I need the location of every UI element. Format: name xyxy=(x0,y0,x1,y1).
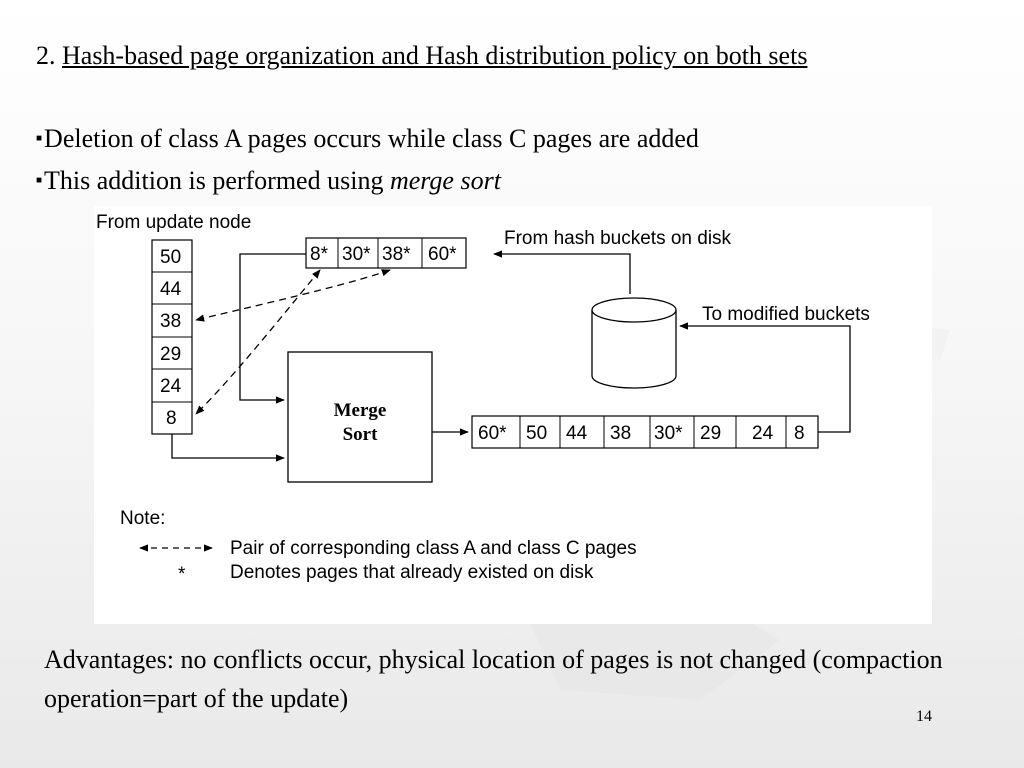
output-page: 24 xyxy=(752,423,774,444)
hash-bucket-page: 8* xyxy=(310,244,329,265)
update-page: 29 xyxy=(160,344,181,365)
hash-bucket-page: 30* xyxy=(342,244,371,265)
heading-number: 2. xyxy=(36,41,56,70)
bullet-deletion: ■Deletion of class A pages occurs while … xyxy=(36,124,699,156)
hash-bucket-page: 38* xyxy=(382,244,411,265)
update-page: 38 xyxy=(160,311,181,332)
output-page: 29 xyxy=(700,423,721,444)
bullet-marker-icon: ■ xyxy=(36,175,43,187)
advantages-text: Advantages: no conflicts occur, physical… xyxy=(44,645,943,713)
note-star-text: Denotes pages that already existed on di… xyxy=(230,562,594,583)
note-star-symbol: * xyxy=(178,564,186,585)
hash-bucket-page: 60* xyxy=(428,244,457,265)
output-page: 8 xyxy=(794,423,805,444)
heading-title: Hash-based page organization and Hash di… xyxy=(62,41,808,70)
merge-sort-diagram: From update node 50 44 38 29 24 8 8* 30*… xyxy=(94,206,932,624)
merge-sort-emphasis: merge sort xyxy=(389,166,501,195)
output-page: 44 xyxy=(566,423,588,444)
output-page: 60* xyxy=(478,423,507,444)
update-page: 50 xyxy=(160,247,181,268)
slide-heading: 2. Hash-based page organization and Hash… xyxy=(36,36,980,76)
update-page: 24 xyxy=(160,376,182,397)
merge-sort-label-line1: Merge xyxy=(334,400,387,421)
note-pair-text: Pair of corresponding class A and class … xyxy=(230,538,637,559)
sorted-output-row: 60* 50 44 38 30* 29 24 8 xyxy=(471,415,819,449)
bullet-deletion-text: Deletion of class A pages occurs while c… xyxy=(44,124,699,153)
bullet-merge-sort-text: This addition is performed using xyxy=(44,166,390,195)
output-page: 38 xyxy=(610,423,631,444)
hash-bucket-row: 8* 30* 38* 60* xyxy=(305,237,467,269)
output-page: 30* xyxy=(654,423,683,444)
update-node-label: From update node xyxy=(96,212,251,233)
hash-buckets-label: From hash buckets on disk xyxy=(504,228,732,249)
update-stack: 50 44 38 29 24 8 xyxy=(151,239,193,435)
output-page: 50 xyxy=(526,423,547,444)
update-page: 44 xyxy=(160,279,182,300)
bullet-marker-icon: ■ xyxy=(36,133,43,145)
merge-sort-label-line2: Sort xyxy=(343,424,379,445)
merge-sort-box: Merge Sort xyxy=(287,351,433,483)
pair-arrows xyxy=(195,269,391,415)
bullet-merge-sort: ■This addition is performed using merge … xyxy=(36,166,501,198)
disk-cylinder-icon xyxy=(591,297,677,389)
update-page: 8 xyxy=(166,408,177,429)
modified-buckets-label: To modified buckets xyxy=(702,304,870,325)
note-title: Note: xyxy=(120,508,165,529)
page-number: 14 xyxy=(916,708,932,725)
